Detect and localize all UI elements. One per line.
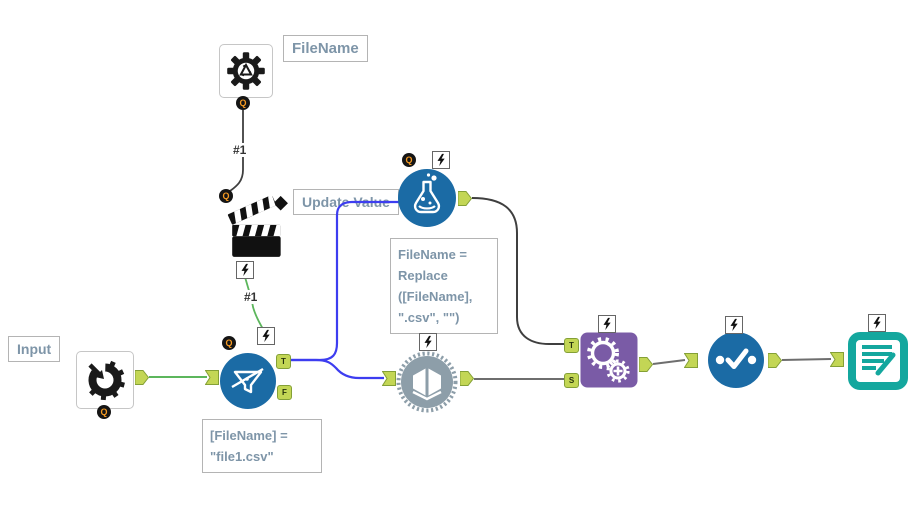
label-input[interactable]: Input	[8, 336, 61, 362]
macro-book-gear-icon	[396, 351, 458, 413]
macro-output-lightning-anchor[interactable]	[868, 314, 886, 332]
wire-purple-to-unique[interactable]	[652, 359, 686, 365]
document-pencil-icon	[848, 332, 908, 390]
macro-output-tool[interactable]	[848, 332, 908, 390]
macro-input-tool[interactable]	[76, 351, 134, 409]
filter-q-anchor[interactable]: Q	[222, 336, 236, 350]
macro-input-output-anchor[interactable]	[135, 370, 149, 385]
dynamic-output-anchor[interactable]	[639, 357, 653, 372]
control-parameter-icon	[227, 52, 265, 90]
wire-filter-to-macro[interactable]	[289, 358, 384, 380]
control-parameter-tool[interactable]	[219, 44, 273, 98]
connection-label-1: #1	[231, 143, 249, 157]
lightning-icon	[437, 153, 445, 167]
filter-false-output-anchor[interactable]: F	[277, 385, 292, 400]
action-tool[interactable]	[226, 194, 292, 262]
dynamic-gears-tool[interactable]	[580, 332, 638, 388]
filter-icon	[220, 353, 276, 409]
label-update-value[interactable]: Update Value	[293, 189, 399, 215]
dynamic-source-input-anchor[interactable]: S	[564, 373, 579, 388]
dynamic-true-input-anchor[interactable]: T	[564, 338, 579, 353]
unique-input-anchor[interactable]	[684, 353, 698, 368]
macro-input-anchor[interactable]	[382, 371, 396, 386]
lightning-icon	[603, 317, 611, 331]
formula-q-anchor[interactable]: Q	[402, 153, 416, 167]
lightning-icon	[262, 329, 270, 343]
formula-output-anchor[interactable]	[458, 191, 472, 206]
check-dots-icon	[708, 332, 764, 388]
action-clapperboard-icon	[227, 194, 288, 257]
macro-output-input-anchor[interactable]	[830, 352, 844, 367]
lightning-icon	[241, 263, 249, 277]
formula-tool[interactable]	[397, 168, 457, 228]
formula-beaker-icon	[398, 169, 456, 227]
annotation-formula-expression[interactable]: FileName = Replace ([FileName], ".csv", …	[390, 238, 498, 334]
macro-tool[interactable]	[396, 351, 458, 413]
macro-lightning-anchor[interactable]	[419, 333, 437, 351]
dynamic-lightning-anchor[interactable]	[598, 315, 616, 333]
filter-input-anchor[interactable]	[205, 370, 219, 385]
unique-output-anchor[interactable]	[768, 353, 782, 368]
filter-true-output-anchor[interactable]: T	[276, 354, 291, 369]
filter-tool[interactable]	[219, 352, 277, 410]
macro-output-anchor[interactable]	[460, 371, 474, 386]
lightning-icon	[424, 335, 432, 349]
wire-unique-to-output[interactable]	[781, 358, 832, 361]
label-filename[interactable]: FileName	[283, 35, 368, 62]
annotation-filter-expression[interactable]: [FileName] = "file1.csv"	[202, 419, 322, 473]
unique-tool[interactable]	[707, 331, 765, 389]
action-q-anchor[interactable]: Q	[219, 189, 233, 203]
connection-label-2: #1	[242, 290, 260, 304]
wire-filter-to-formula[interactable]	[289, 200, 400, 362]
gears-plus-icon	[580, 332, 638, 388]
wire-action-to-filter[interactable]	[244, 276, 265, 332]
action-lightning-anchor[interactable]	[236, 261, 254, 279]
macro-input-icon	[82, 357, 125, 401]
unique-lightning-anchor[interactable]	[725, 316, 743, 334]
control-parameter-q-anchor[interactable]: Q	[236, 96, 250, 110]
lightning-icon	[730, 318, 738, 332]
macro-input-q-anchor[interactable]: Q	[97, 405, 111, 419]
formula-lightning-anchor[interactable]	[432, 151, 450, 169]
lightning-icon	[873, 316, 881, 330]
filter-lightning-anchor[interactable]	[257, 327, 275, 345]
